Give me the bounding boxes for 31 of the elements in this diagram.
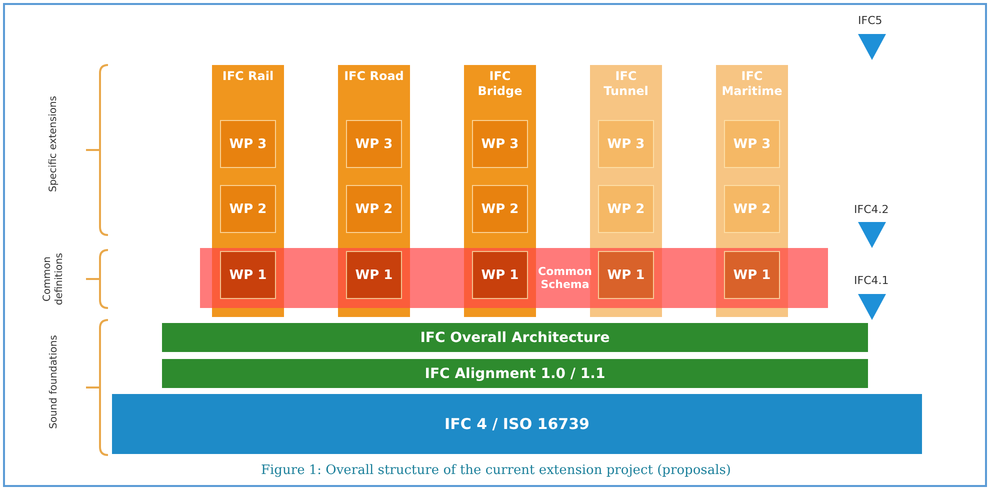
work-package-box: WP 3 xyxy=(724,120,780,168)
work-package-box: WP 1 xyxy=(472,251,528,299)
work-package-box: WP 3 xyxy=(598,120,654,168)
work-package-box: WP 2 xyxy=(346,185,402,233)
layer-bar: IFC Alignment 1.0 / 1.1 xyxy=(162,359,868,388)
column-heading: IFC Road xyxy=(343,69,405,84)
version-label: IFC4.1 xyxy=(854,274,889,287)
version-label: IFC4.2 xyxy=(854,203,889,216)
work-package-box: WP 3 xyxy=(346,120,402,168)
figure-caption: Figure 1: Overall structure of the current extension project (proposals) xyxy=(260,463,732,478)
work-package-box: WP 2 xyxy=(598,185,654,233)
work-package-box: WP 1 xyxy=(598,251,654,299)
bracket-label: Sound foundations xyxy=(48,334,60,430)
column-heading: IFC Maritime xyxy=(720,69,784,99)
work-package-box: WP 3 xyxy=(472,120,528,168)
bracket-label: Specific extensions xyxy=(48,94,60,194)
layer-bar: IFC Overall Architecture xyxy=(162,323,868,352)
band-label: Common Schema xyxy=(538,265,592,291)
foundation-bar: IFC 4 / ISO 16739 xyxy=(112,394,922,454)
work-package-box: WP 2 xyxy=(220,185,276,233)
work-package-box: WP 3 xyxy=(220,120,276,168)
work-package-box: WP 1 xyxy=(724,251,780,299)
column-heading: IFC Tunnel xyxy=(602,69,650,99)
work-package-box: WP 2 xyxy=(724,185,780,233)
work-package-box: WP 2 xyxy=(472,185,528,233)
version-label: IFC5 xyxy=(858,14,882,27)
work-package-box: WP 1 xyxy=(346,251,402,299)
column-heading: IFC Bridge xyxy=(476,69,524,99)
work-package-box: WP 1 xyxy=(220,251,276,299)
bracket-label: Common definitions xyxy=(42,252,66,308)
column-heading: IFC Rail xyxy=(221,69,275,84)
